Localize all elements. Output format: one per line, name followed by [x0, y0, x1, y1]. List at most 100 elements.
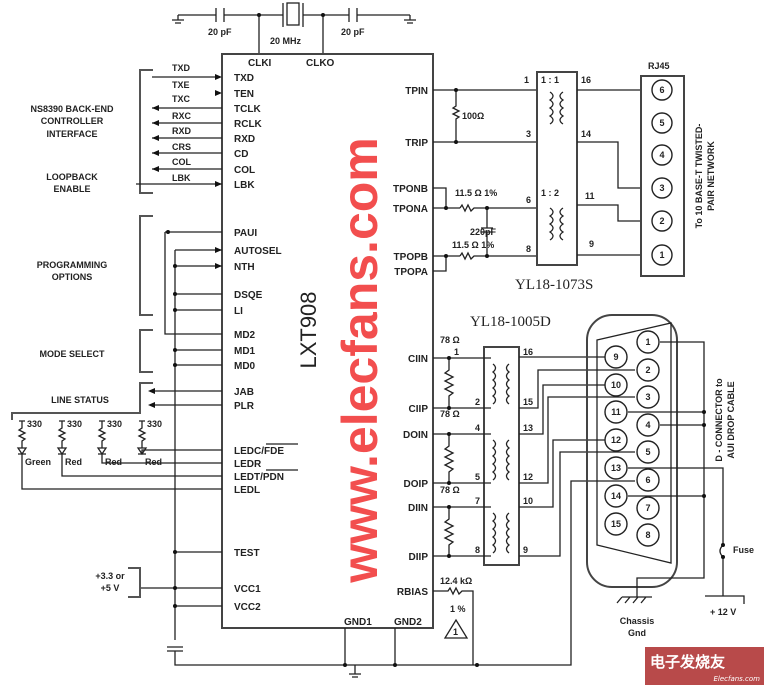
r-series-label: 11.5 Ω 1%: [455, 188, 497, 198]
pin-number: 1: [454, 347, 459, 357]
cap-220pf-label: 220pF: [470, 227, 497, 237]
warning-triangle-icon: [443, 618, 469, 639]
controller-signal: RXC: [172, 111, 192, 121]
led-resistor-label: 330: [147, 419, 162, 429]
dconnector-pin-number: 14: [611, 491, 621, 501]
chip-pin-label: TEST: [234, 548, 260, 559]
controller-signal: TXE: [172, 80, 190, 90]
chip-pin-label: PAUI: [234, 228, 257, 239]
line-status-label: LINE STATUS: [51, 395, 109, 405]
chip-pin-label: TPOPA: [394, 267, 428, 278]
chip-pin-label: CD: [234, 149, 248, 160]
chip-pin-label: MD0: [234, 361, 256, 372]
dconnector-pin: [604, 484, 628, 508]
led-icon: [96, 420, 222, 464]
chip-pin-label: DOIN: [403, 430, 428, 441]
pin-number: 14: [581, 129, 591, 139]
chip-pin-label: DIIN: [408, 503, 428, 514]
chip-pin-label: VCC1: [234, 584, 261, 595]
fuse-label: Fuse: [733, 545, 754, 555]
resistor-icon: [433, 506, 491, 557]
dconnector-pin: [636, 358, 660, 382]
pin-number: 16: [581, 75, 591, 85]
chip-pin-label: TXD: [234, 73, 254, 84]
led-resistor-label: 330: [107, 419, 122, 429]
dconnector-pin: [636, 496, 660, 520]
controller-signal: TXC: [172, 94, 191, 104]
transformer-coil-icon: [548, 91, 565, 241]
chip-pin-label: CIIP: [409, 404, 429, 415]
dconnector-pin: [604, 400, 628, 424]
dconnector-pin: [636, 413, 660, 437]
controller-signal: LBK: [172, 173, 191, 183]
pin-number: 2: [475, 397, 480, 407]
watermark: www.elecfans.com: [332, 137, 388, 584]
dconnector-pin-number: 2: [645, 365, 650, 375]
pin-number: 8: [475, 545, 480, 555]
rj45-pin-number: 4: [659, 150, 664, 160]
dconnector-note: D - CONNECTOR to: [714, 378, 724, 462]
chip-pin-label: AUTOSEL: [234, 246, 282, 257]
rbias-tolerance: 1 %: [450, 604, 466, 614]
logo-cn: 电子发烧友: [650, 653, 725, 671]
chip-pin-label: PLR: [234, 401, 255, 412]
pin-number: 15: [523, 397, 533, 407]
chip-pin-label: DSQE: [234, 290, 263, 301]
rj45-pin-number: 2: [659, 216, 664, 226]
dconnector-pin-number: 7: [645, 503, 650, 513]
dconnector-pin: [604, 428, 628, 452]
cap-right-label: 20 pF: [341, 27, 365, 37]
rj45-pin-number: 6: [659, 85, 664, 95]
resistor-icon: [451, 90, 461, 142]
pin-number: 11: [585, 191, 595, 201]
rbias-label: 12.4 kΩ: [440, 576, 472, 586]
pin-number: 10: [523, 496, 533, 506]
ratio-label: 1 : 1: [541, 75, 559, 85]
chip-pin-label: TEN: [234, 89, 254, 100]
pin-number: 6: [526, 195, 531, 205]
rj45-note: To 10 BASE-T TWISTED-: [694, 124, 704, 229]
dconnector-pin-number: 8: [645, 530, 650, 540]
pin-number: 8: [526, 244, 531, 254]
rj45-pin: [651, 210, 673, 232]
dconnector-pin-number: 12: [611, 435, 621, 445]
rj45-pin-number: 5: [659, 118, 664, 128]
rj45-pin: [651, 112, 673, 134]
chip-pin-label: LEDT/PDN: [234, 472, 284, 483]
pin-number: 5: [475, 472, 480, 482]
elecfans-logo: 电子发烧友 Elecfans.com: [645, 647, 764, 685]
pin-number: 1: [524, 75, 529, 85]
chip-pin-label: LBK: [234, 180, 255, 191]
dconnector-pin-number: 4: [645, 420, 650, 430]
r-100-label: 100Ω: [462, 111, 484, 121]
r-78-label: 78 Ω: [440, 485, 460, 495]
programming-label: PROGRAMMING: [37, 260, 108, 270]
dconnector-pin: [604, 512, 628, 536]
pin-clki: CLKI: [248, 58, 272, 69]
note-mark: 1: [453, 627, 458, 637]
dconnector-pin: [636, 440, 660, 464]
option-wiring: PROGRAMMING OPTIONS MODE SELECT LINE STA…: [11, 215, 480, 678]
chip-pin-label: DOIP: [404, 479, 429, 490]
r-78-label: 78 Ω: [440, 335, 460, 345]
dconnector-pin: [636, 330, 660, 354]
aui-wiring: [519, 356, 635, 557]
r-series-label: 11.5 Ω 1%: [452, 240, 494, 250]
led-icon: [16, 420, 222, 490]
pin-number: 7: [475, 496, 480, 506]
chip-pin-label: LI: [234, 306, 243, 317]
chip-pin-label: COL: [234, 165, 255, 176]
dconnector-pin: [604, 456, 628, 480]
dconnector-pin: [636, 468, 660, 492]
chip-pin-label: TPIN: [405, 86, 428, 97]
controller-label: NS8390 BACK-END: [30, 104, 114, 114]
transformer-coil-icon: [491, 439, 511, 481]
rbias-circuit: 12.4 kΩ 1 % 1: [433, 480, 635, 667]
right-pin-labels: TPINTRIPTPONBTPONATPOPBTPOPACIINCIIPDOIN…: [393, 86, 428, 598]
led-color-label: Red: [65, 457, 82, 467]
r-78-label: 78 Ω: [440, 409, 460, 419]
